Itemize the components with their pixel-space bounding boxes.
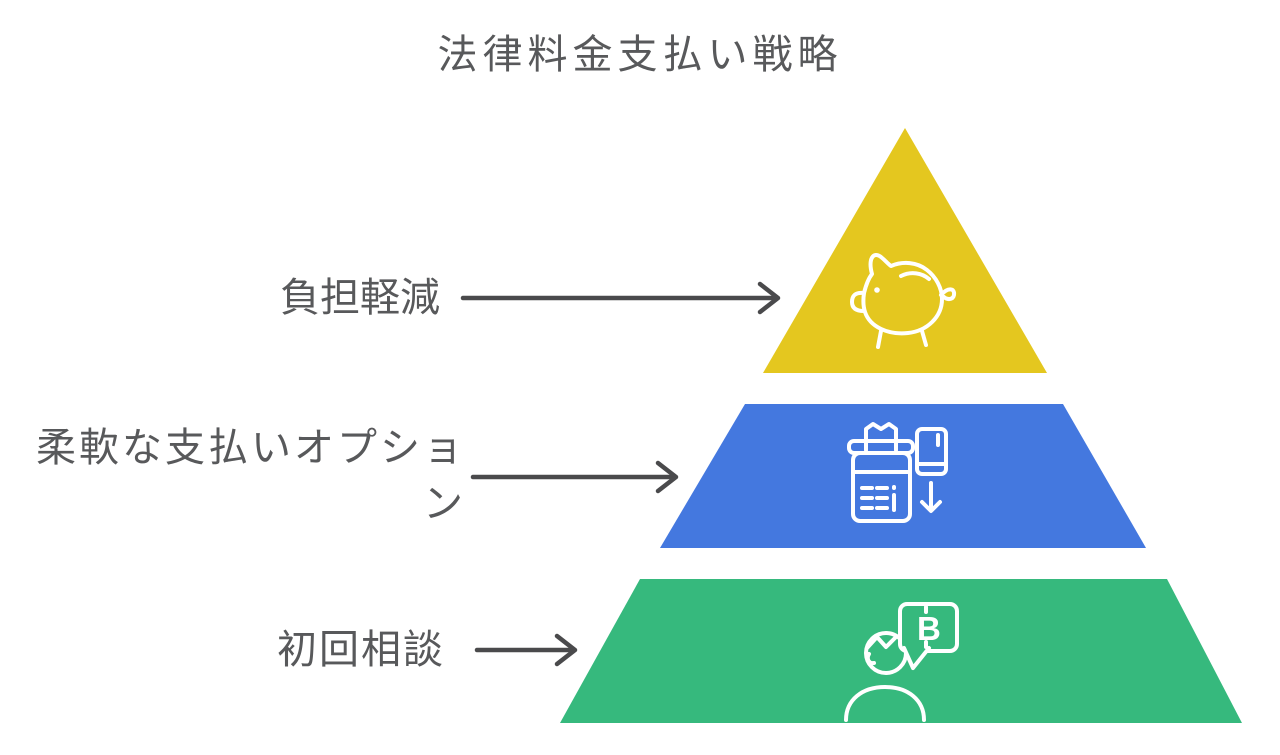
- arrow-to-tier-top: [460, 281, 781, 315]
- tier-bottom-shape: [560, 579, 1242, 723]
- piggy-eye: [874, 287, 880, 293]
- arrow-to-tier-middle: [470, 460, 679, 494]
- piggy-sheen: [899, 271, 931, 281]
- piggy-leg-right: [920, 329, 928, 347]
- credit-card: [915, 427, 948, 476]
- piggy-leg-left: [876, 329, 883, 349]
- download-arrow-head: [920, 500, 942, 513]
- tier-top-shape: [763, 128, 1047, 373]
- person-shoulders: [844, 685, 926, 722]
- arrow-head: [757, 281, 781, 315]
- piggy-bank-icon: [850, 253, 957, 349]
- download-arrow-icon: [920, 481, 942, 513]
- tier-label-middle-line2: ン: [423, 482, 466, 526]
- tier-label-top: 負担軽減: [280, 276, 440, 320]
- arrow-head: [655, 460, 679, 494]
- page-title: 法律料金支払い戦略: [437, 33, 843, 77]
- arrow-to-tier-bottom: [474, 633, 578, 667]
- tier-middle-shape: [660, 404, 1146, 548]
- arrow-head: [554, 633, 578, 667]
- person-hair: [865, 635, 897, 650]
- piggy-tail: [939, 287, 957, 302]
- piggy-snout: [850, 290, 866, 313]
- tier-label-middle-line1: 柔軟な支払いオプショ: [36, 426, 466, 470]
- payment-terminal-card-icon: [847, 422, 948, 523]
- person-ear: [865, 652, 876, 666]
- piggy-body: [861, 253, 944, 336]
- consultation-bitcoin-icon: B: [844, 602, 959, 722]
- tier-label-middle: 柔軟な支払いオプション: [20, 420, 466, 532]
- terminal-body: [851, 451, 912, 523]
- tier-label-bottom: 初回相談: [277, 628, 445, 672]
- speech-bubble-tail: [902, 646, 931, 670]
- receipt: [864, 422, 898, 452]
- bitcoin-symbol: B: [917, 610, 941, 647]
